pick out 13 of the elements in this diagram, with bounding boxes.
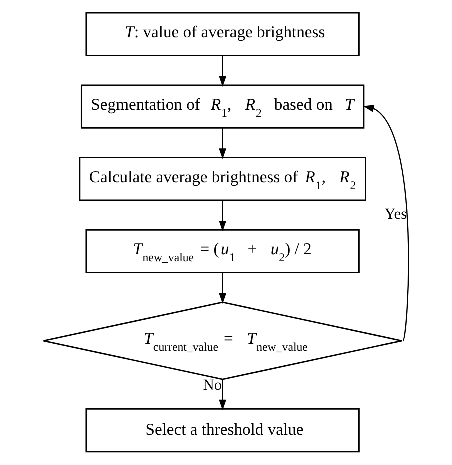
arrow	[218, 200, 226, 232]
arrow	[218, 380, 226, 411]
node-box: Calculate average brightness of R$_{1}$, R$_{2}$	[78, 157, 366, 202]
node-diamond: T$_{current_value}$ = T$_{new_value}$	[42, 302, 402, 380]
arrow	[218, 272, 226, 304]
node-box: Select a threshold value	[85, 408, 360, 453]
node-box: T$_{new_value}$ = (u$_{1}$ + u$_{2}$) / 2	[85, 229, 360, 274]
arrow	[218, 128, 226, 160]
node-box: T: value of average brightness	[85, 12, 360, 56]
node-box: Segmentation of R$_{1}$, R$_{2}$ based on T	[80, 84, 364, 129]
arrow	[218, 56, 226, 87]
arrow	[362, 104, 409, 342]
edge-label: Yes	[384, 206, 407, 223]
